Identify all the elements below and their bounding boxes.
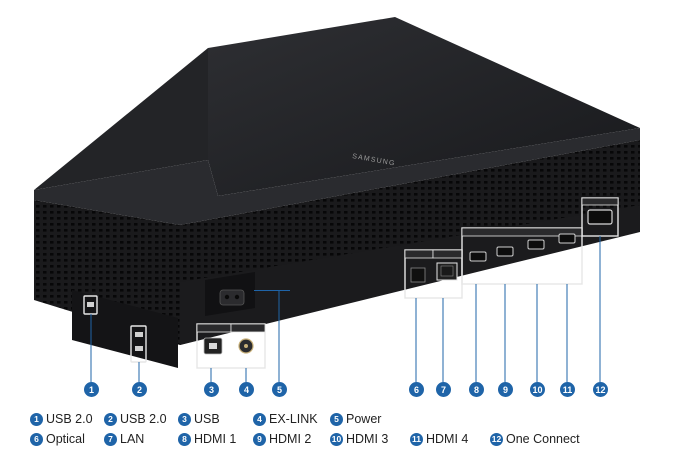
legend-item-optical: 6 Optical — [30, 432, 104, 446]
legend-item-lan: 7 LAN — [104, 432, 178, 446]
top-edge — [34, 128, 640, 225]
legend-row-1: 1 USB 2.0 2 USB 2.0 3 USB 4 EX-LINK 5 Po… — [30, 409, 670, 429]
legend-label: USB 2.0 — [46, 412, 93, 426]
usb-2-port-1[interactable] — [87, 302, 94, 307]
rear-lower-panel — [180, 205, 640, 345]
hdmi-2-port[interactable] — [496, 246, 514, 257]
power-leader-h — [254, 290, 290, 291]
callout-badge-1: 1 — [84, 382, 99, 397]
callout-badge-5: 5 — [272, 382, 287, 397]
legend-label: Optical — [46, 432, 85, 446]
callout-badge-9: 9 — [498, 382, 513, 397]
legend-item-hdmi-2: 9 HDMI 2 — [253, 432, 330, 446]
legend-item-one-connect: 12 One Connect — [490, 432, 590, 446]
callout-badge-2: 2 — [132, 382, 147, 397]
legend-badge: 8 — [178, 432, 191, 446]
usb-2-port-2b[interactable] — [135, 346, 143, 351]
legend-item-hdmi-1: 8 HDMI 1 — [178, 432, 253, 446]
callout-badge-6: 6 — [409, 382, 424, 397]
legend-badge: 11 — [410, 432, 423, 446]
left-port-recess — [72, 290, 178, 368]
legend-item-hdmi-4: 11 HDMI 4 — [410, 432, 490, 446]
legend-item-ex-link: 4 EX-LINK — [253, 412, 330, 426]
legend-badge: 10 — [330, 432, 343, 446]
legend-label: HDMI 2 — [269, 432, 312, 446]
legend-label: USB 2.0 — [120, 412, 167, 426]
legend-item-hdmi-3: 10 HDMI 3 — [330, 432, 410, 446]
legend-badge: 3 — [178, 412, 191, 426]
one-connect-port[interactable] — [587, 209, 613, 225]
optical-port[interactable] — [410, 267, 426, 283]
legend-badge: 7 — [104, 432, 117, 446]
legend-label: HDMI 1 — [194, 432, 237, 446]
legend-label: One Connect — [506, 432, 580, 446]
callout-badge-3: 3 — [204, 382, 219, 397]
hdmi-4-port[interactable] — [558, 233, 576, 244]
callout-badge-7: 7 — [436, 382, 451, 397]
legend-badge: 12 — [490, 432, 503, 446]
legend-item-usb-2-1: 1 USB 2.0 — [30, 412, 104, 426]
hdmi-3-port[interactable] — [527, 239, 545, 250]
legend-item-power: 5 Power — [330, 412, 410, 426]
leader-lines — [90, 236, 601, 382]
hdmi-1-port[interactable] — [469, 251, 487, 262]
top-side — [34, 48, 208, 190]
legend-row-2: 6 Optical 7 LAN 8 HDMI 1 9 HDMI 2 10 HDM… — [30, 429, 670, 449]
legend-badge: 4 — [253, 412, 266, 426]
legend-item-usb-2-2: 2 USB 2.0 — [104, 412, 178, 426]
top-panel — [208, 17, 640, 196]
legend-label: HDMI 3 — [346, 432, 389, 446]
legend-item-usb: 3 USB — [178, 412, 253, 426]
power-socket-icon[interactable] — [219, 289, 245, 306]
callout-badge-12: 12 — [593, 382, 608, 397]
legend-badge: 6 — [30, 432, 43, 446]
legend-badge: 1 — [30, 412, 43, 426]
callout-badge-4: 4 — [239, 382, 254, 397]
usb-2-port-2a[interactable] — [135, 332, 143, 337]
legend-badge: 2 — [104, 412, 117, 426]
legend-badge: 5 — [330, 412, 343, 426]
legend-label: EX-LINK — [269, 412, 318, 426]
legend-label: USB — [194, 412, 220, 426]
callout-badge-11: 11 — [560, 382, 575, 397]
left-grille — [34, 200, 180, 345]
callout-badge-10: 10 — [530, 382, 545, 397]
legend-badge: 9 — [253, 432, 266, 446]
legend-label: LAN — [120, 432, 145, 446]
port-legend: 1 USB 2.0 2 USB 2.0 3 USB 4 EX-LINK 5 Po… — [30, 409, 670, 449]
legend-label: Power — [346, 412, 382, 426]
callout-badge-8: 8 — [469, 382, 484, 397]
legend-label: HDMI 4 — [426, 432, 469, 446]
